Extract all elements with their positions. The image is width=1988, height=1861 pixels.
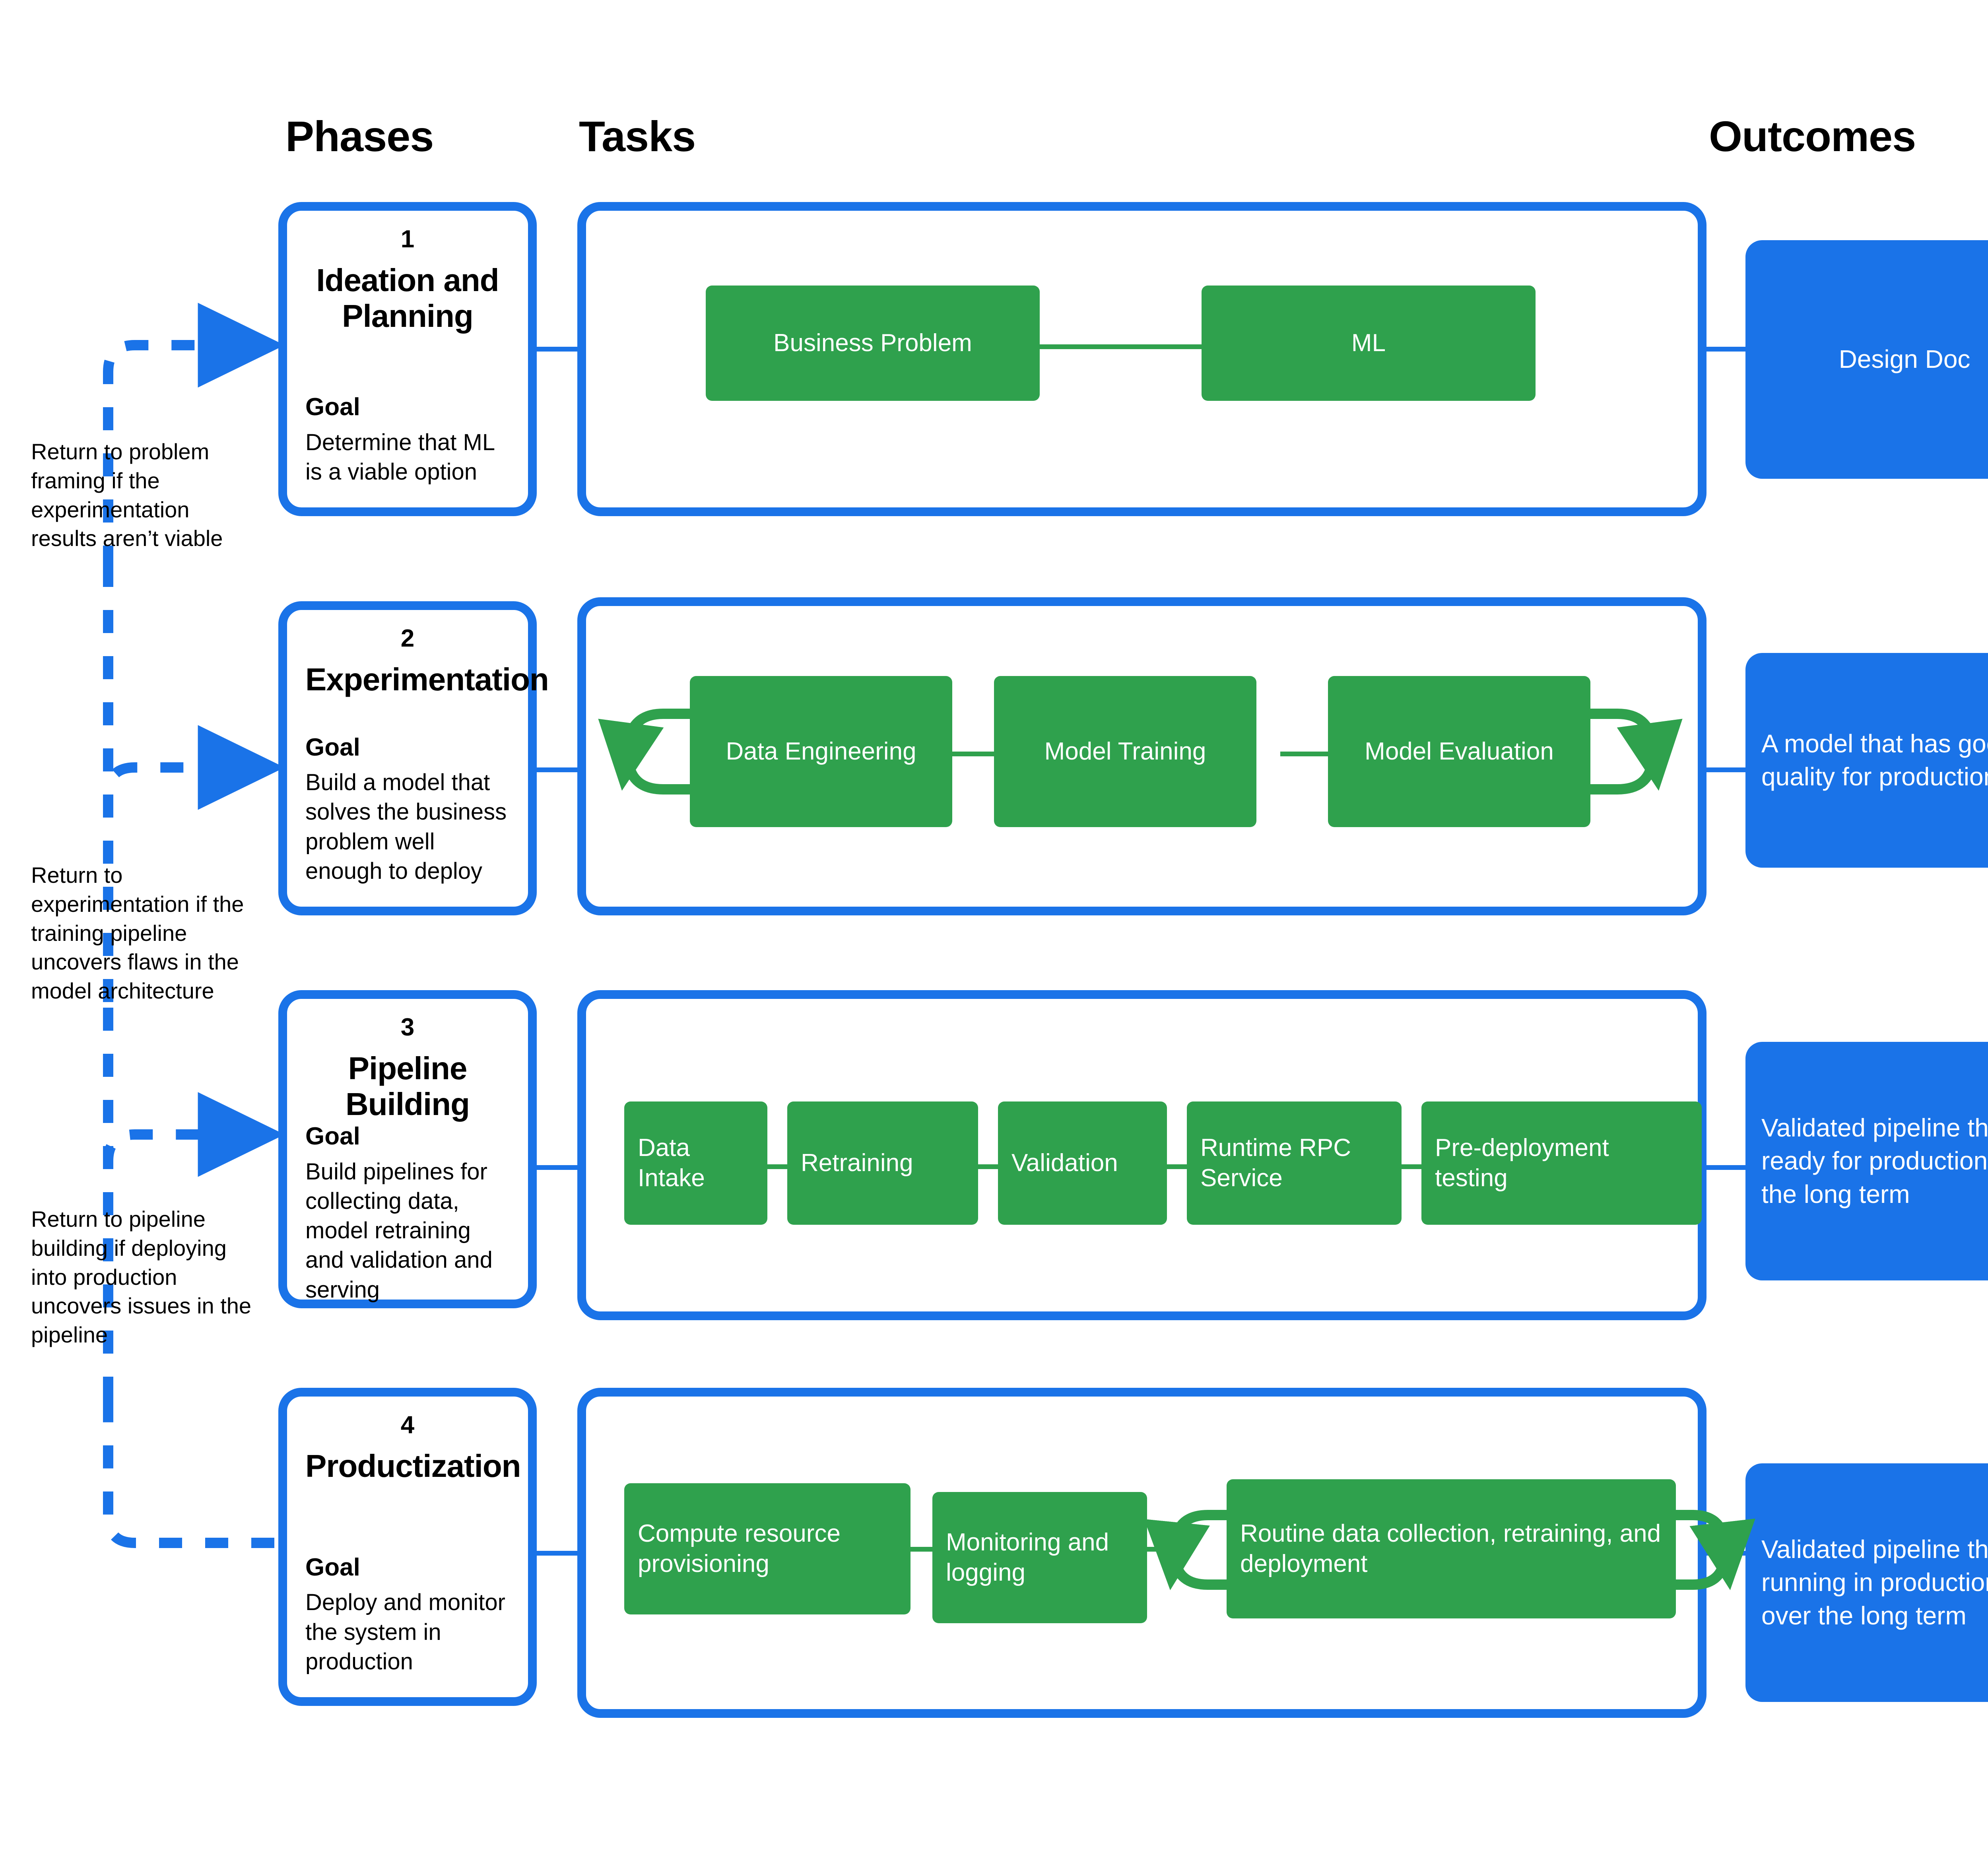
- annotation-return-to-experimentation: Return to experimentation if the trainin…: [31, 863, 244, 1004]
- feedback-arrow-spine: [103, 569, 274, 1548]
- green-link-1a: [1032, 344, 1207, 349]
- phase-card-2[interactable]: 2 Experimentation Goal Build a model tha…: [278, 601, 549, 915]
- task-box[interactable]: Runtime RPC Service: [1187, 1101, 1402, 1225]
- task-box[interactable]: Model Evaluation: [1328, 676, 1590, 827]
- link-phase2-tasks: [533, 767, 580, 772]
- goal-text: Build a model that solves the business p…: [305, 769, 507, 884]
- task-box[interactable]: ML: [1202, 286, 1536, 401]
- outcome-box[interactable]: Design Doc: [1745, 240, 1988, 479]
- goal-text: Determine that ML is a viable option: [305, 429, 494, 485]
- task-box[interactable]: Monitoring and logging: [932, 1492, 1147, 1623]
- task-box[interactable]: Compute resource provisioning: [624, 1483, 911, 1614]
- task-box[interactable]: Retraining: [787, 1101, 978, 1225]
- phase-title: Ideation and Planning: [316, 262, 499, 334]
- green-link-3b: [976, 1164, 1000, 1169]
- green-link-2a: [944, 752, 1000, 756]
- phase-number: 2: [400, 625, 415, 652]
- task-box[interactable]: Data Intake: [624, 1101, 767, 1225]
- phase-number: 4: [400, 1411, 415, 1439]
- green-link-3a: [765, 1164, 789, 1169]
- task-box[interactable]: Validation: [998, 1101, 1167, 1225]
- link-tasks2-outcome: [1698, 767, 1745, 772]
- link-phase3-tasks: [533, 1165, 580, 1170]
- phase-goal: Goal Build pipelines for collecting data…: [305, 1122, 510, 1310]
- outcome-box[interactable]: Validated pipeline that's running in pro…: [1745, 1463, 1988, 1702]
- phase-title: Pipeline Building: [346, 1051, 470, 1122]
- goal-label: Goal: [305, 1553, 360, 1581]
- phase-number: 3: [400, 1014, 415, 1041]
- column-header-phases: Phases: [285, 112, 434, 160]
- phase-card-3[interactable]: 3 Pipeline Building Goal Build pipelines…: [278, 990, 537, 1308]
- task-box[interactable]: Routine data collection, retraining, and…: [1227, 1479, 1676, 1618]
- green-link-3c: [1165, 1164, 1189, 1169]
- link-tasks1-outcome: [1698, 347, 1745, 352]
- link-phase4-tasks: [533, 1551, 580, 1556]
- green-link-3d: [1400, 1164, 1423, 1169]
- goal-label: Goal: [305, 1123, 360, 1150]
- outcome-box[interactable]: Validated pipeline that's ready for prod…: [1745, 1042, 1988, 1280]
- goal-text: Build pipelines for collecting data, mod…: [305, 1158, 493, 1303]
- phase-card-4[interactable]: 4 Productization Goal Deploy and monitor…: [278, 1388, 537, 1706]
- phase-goal: Goal Build a model that solves the busin…: [305, 733, 510, 892]
- task-box[interactable]: Data Engineering: [690, 676, 952, 827]
- goal-label: Goal: [305, 733, 360, 761]
- column-header-outcomes: Outcomes: [1709, 112, 1916, 160]
- phase-title: Experimentation: [305, 662, 549, 697]
- link-phase1-tasks: [533, 347, 580, 352]
- green-link-4a: [903, 1547, 934, 1552]
- green-link-2b: [1280, 752, 1336, 756]
- phase-goal: Goal Deploy and monitor the system in pr…: [305, 1553, 510, 1682]
- annotation-return-to-problem-framing: Return to problem framing if the experim…: [31, 439, 223, 551]
- goal-label: Goal: [305, 393, 360, 421]
- phase-number: 1: [400, 225, 415, 253]
- phase-title: Productization: [305, 1448, 521, 1484]
- task-box[interactable]: Pre-deployment testing: [1421, 1101, 1702, 1225]
- phase-card-1[interactable]: 1 Ideation and Planning Goal Determine t…: [278, 202, 537, 516]
- goal-text: Deploy and monitor the system in product…: [305, 1589, 505, 1675]
- link-tasks4-outcome: [1698, 1551, 1745, 1556]
- outcome-box[interactable]: A model that has good quality for produc…: [1745, 653, 1988, 868]
- task-box[interactable]: Business Problem: [706, 286, 1040, 401]
- phase-goal: Goal Determine that ML is a viable optio…: [305, 392, 510, 492]
- link-tasks3-outcome: [1698, 1165, 1745, 1170]
- column-header-tasks: Tasks: [579, 112, 696, 160]
- task-box[interactable]: Model Training: [994, 676, 1256, 827]
- annotation-return-to-pipeline-building: Return to pipeline building if deploying…: [31, 1206, 252, 1348]
